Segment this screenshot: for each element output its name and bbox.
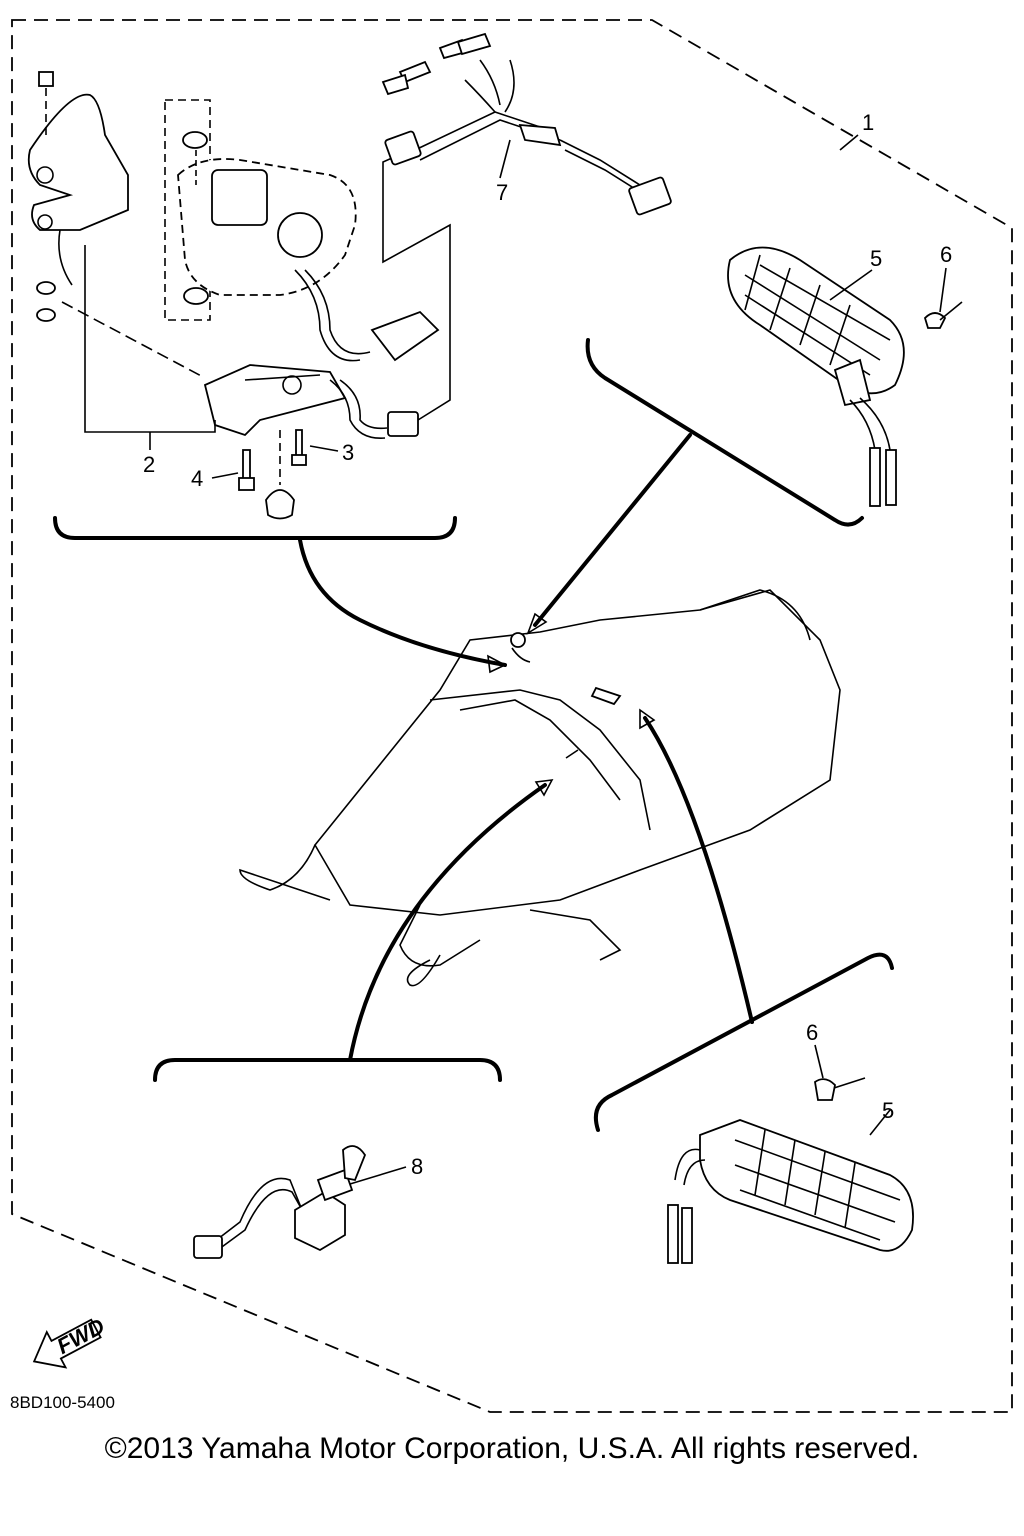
callout-2: 2 [143,452,155,477]
item-8-toggle-switch [193,1145,407,1259]
callout-5-lower: 5 [882,1098,894,1123]
fwd-direction-arrow: FWD [32,1313,109,1369]
item-2-guard-assembly [27,71,451,520]
callout-6-upper: 6 [940,242,952,267]
callout-5-upper: 5 [870,246,882,271]
callout-4: 4 [191,466,203,491]
callout-1: 1 [862,110,874,135]
item-7-wire-harness [381,32,672,216]
drawing-code: 8BD100-5400 [10,1393,115,1412]
copyright-notice: ©2013 Yamaha Motor Corporation, U.S.A. A… [104,1432,920,1465]
callout-6-lower: 6 [806,1020,818,1045]
arrow-grip-lower-to-handlebar [643,716,754,1024]
kit-boundary-outline [11,19,1013,1413]
fwd-label: FWD [53,1313,109,1359]
group-bracket-upper-right [585,338,864,527]
arrow-switch-to-dash [348,783,547,1062]
group-bracket-upper-left [53,516,457,540]
arrow-grip-to-handlebar [533,433,692,627]
item-5-grip-lower [667,1044,914,1264]
parts-diagram: 1 2 3 4 5 6 7 6 5 8 FWD 8BD100-5400 [10,19,1013,1413]
item-5-grip-upper [727,246,963,507]
group-bracket-lower-right [593,952,894,1132]
snowmobile-illustration [239,589,841,987]
callout-3: 3 [342,440,354,465]
callout-8: 8 [411,1154,423,1179]
group-bracket-lower-left [153,1058,502,1082]
callout-7: 7 [496,180,508,205]
arrow-guard-to-handlebar [298,538,507,667]
